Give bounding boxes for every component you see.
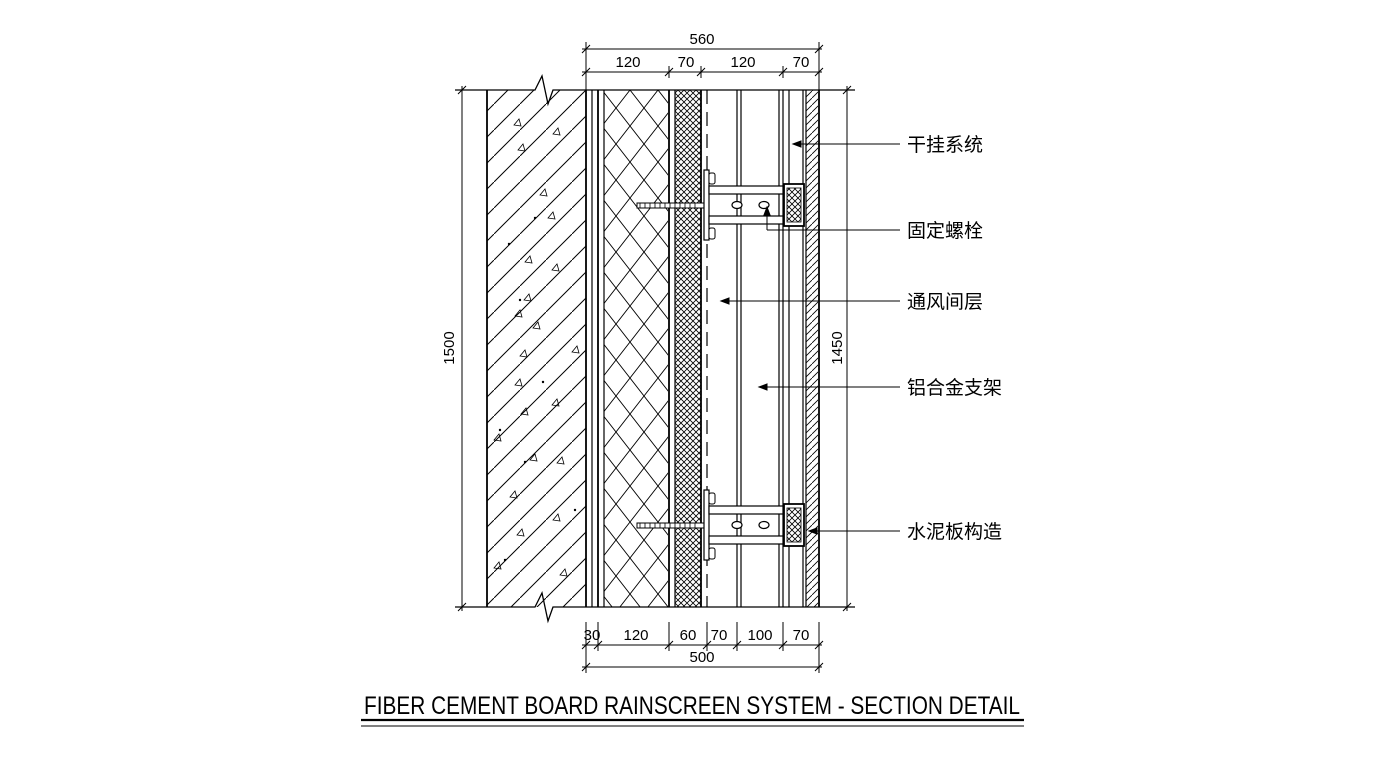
break-lines (455, 74, 855, 624)
top-dimension-1: 120 (615, 54, 640, 71)
bottom-dimensions (581, 622, 824, 673)
bottom-dimension-1: 30 (584, 627, 601, 644)
mineral-wool-layer (674, 90, 702, 607)
aluminum-frame (736, 90, 784, 607)
right-height-dimension: 1450 (829, 331, 846, 364)
label-ventilation-cavity: 通风间层 (907, 291, 983, 313)
label-cement-board: 水泥板构造 (907, 521, 1002, 543)
bottom-dimension-6: 70 (793, 627, 810, 644)
right-height-dimension-line (819, 85, 855, 612)
top-dimension-2: 70 (678, 54, 695, 71)
bottom-dimension-3: 60 (680, 627, 697, 644)
label-dry-hang-system: 干挂系统 (907, 134, 983, 156)
bottom-dimension-2: 120 (623, 627, 648, 644)
plaster-layer (591, 90, 599, 607)
insulation-layer (603, 90, 670, 607)
top-dimensions (581, 42, 824, 90)
aggregate-marks (493, 118, 580, 577)
label-aluminum-bracket: 铝合金支架 (907, 377, 1002, 399)
upper-bracket (636, 169, 805, 241)
leader-lines (719, 140, 900, 535)
top-dimension-4: 70 (793, 54, 810, 71)
bottom-dimension-4: 70 (711, 627, 728, 644)
label-fixing-bolt: 固定螺栓 (907, 220, 983, 242)
bottom-dimension-5: 100 (747, 627, 772, 644)
lower-bracket (636, 489, 805, 561)
top-dimension-3: 120 (730, 54, 755, 71)
bottom-total-dimension: 500 (689, 649, 714, 666)
drawing-title: FIBER CEMENT BOARD RAINSCREEN SYSTEM - S… (364, 692, 1020, 720)
left-height-dimension-line (455, 85, 487, 612)
top-total-dimension: 560 (689, 31, 714, 48)
left-height-dimension: 1500 (441, 331, 458, 364)
concrete-wall (486, 90, 587, 607)
